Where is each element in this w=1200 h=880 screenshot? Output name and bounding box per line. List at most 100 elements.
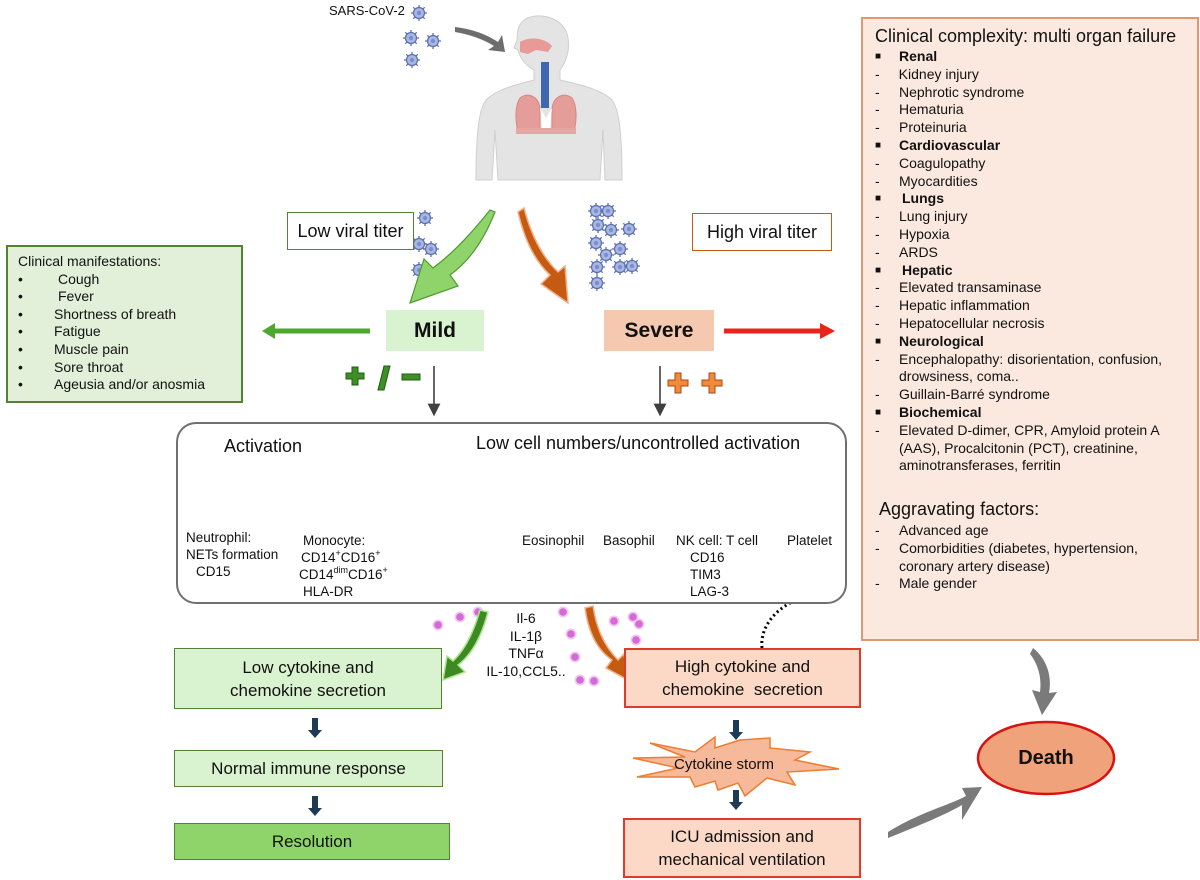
marker-sup: + (335, 548, 341, 558)
marker-sup: + (382, 565, 388, 575)
complexity-item: -Lung injury (875, 208, 968, 225)
monocyte-label: Monocyte: CD14+CD16+ CD14dimCD16+ HLA-DR (299, 532, 388, 600)
nk-cell-label: NK cell: T cell CD16 TIM3 LAG-3 (676, 532, 758, 600)
category-label: Neurological (899, 332, 984, 349)
complexity-item: -Nephrotic syndrome (875, 83, 1025, 100)
death-node-shape (976, 720, 1116, 796)
complexity-item: -Encephalopathy: disorientation, confusi… (875, 350, 1163, 385)
marker-text: CD16 (348, 567, 383, 582)
eosinophil-label: Eosinophil (522, 533, 585, 548)
severe-branch-arrow (517, 206, 569, 305)
monocyte-up-markers: CD14+CD16+ (299, 549, 388, 566)
manifestation-item: Ageusia and/or anosmia (18, 376, 241, 394)
organ-category-cardiovascular: ■Cardiovascular (875, 136, 1001, 153)
complexity-item: -Elevated D-dimer, CPR, Amyloid protein … (875, 421, 1159, 474)
clinical-manifestations-title: Clinical manifestations: (18, 253, 162, 269)
neutrophil-nets: NETs formation (186, 547, 279, 562)
clinical-complexity-panel: Clinical complexity: multi organ failure… (861, 17, 1199, 641)
item-label: Elevated D-dimer, CPR, Amyloid protein A… (899, 421, 1159, 474)
marker-sup: dim (333, 565, 349, 575)
monocyte-hla: HLA-DR (303, 584, 354, 599)
complexity-item: -Hematuria (875, 101, 964, 118)
flow-arrows-severe (729, 720, 743, 810)
complexity-item: -Elevated transaminase (875, 279, 1042, 296)
nk-title: NK cell: T cell (676, 533, 759, 548)
flow-arrows-mild (308, 718, 322, 816)
manifestation-item: Cough (18, 271, 241, 289)
cytokine-item: TNFα (508, 645, 544, 661)
cytokine-list: Il-6 IL-1β TNFα IL-10,CCL5.. (486, 610, 566, 680)
organ-category-lungs: ■Lungs (875, 190, 944, 207)
node-line: chemokine secretion (662, 680, 823, 699)
immune-response-panel (176, 422, 847, 604)
mild-branch-arrow (409, 209, 496, 304)
cytokine-item: IL-1β (509, 627, 543, 644)
item-label: Comorbidities (diabetes, hypertension, c… (899, 539, 1138, 574)
complexity-item: -Myocardities (875, 172, 978, 189)
aggravating-item: -Advanced age (875, 521, 989, 538)
cytokine-storm-label: Cytokine storm (674, 756, 775, 773)
nk-marker: LAG-3 (690, 584, 730, 599)
item-label: Elevated transaminase (899, 279, 1042, 296)
node-line: ICU admission and (670, 827, 814, 846)
virus-particles-high (587, 202, 641, 292)
monocyte-title: Monocyte: (303, 533, 366, 548)
aggravating-factors-title: Aggravating factors: (879, 499, 1040, 520)
low-cytokine-arrow (442, 609, 489, 682)
item-label: Hepatic inflammation (899, 297, 1030, 314)
category-label: Hepatic (902, 261, 953, 278)
item-label: Hematuria (899, 101, 964, 118)
low-viral-titer-label: Low viral titer (287, 212, 414, 250)
icu-admission-node: ICU admission and mechanical ventilation (623, 818, 861, 878)
category-label: Biochemical (899, 403, 982, 420)
item-label: Proteinuria (899, 119, 967, 136)
high-cytokine-secretion-node: High cytokine and chemokine secretion (624, 648, 861, 708)
nk-marker: TIM3 (690, 567, 721, 582)
category-label: Renal (899, 48, 938, 64)
normal-immune-response-node: Normal immune response (174, 750, 443, 787)
clinical-complexity-title: Clinical complexity: multi organ failure (875, 26, 1177, 46)
cytokine-item: Il-6 (516, 610, 536, 626)
item-label: ARDS (899, 243, 938, 260)
item-label: Myocardities (899, 172, 978, 189)
item-label: Male gender (899, 575, 977, 592)
organ-category-hepatic: ■Hepatic (875, 261, 953, 278)
low-cytokine-secretion-node: Low cytokine and chemokine secretion (174, 648, 442, 709)
clinical-manifestations-list: Cough Fever Shortness of breath Fatigue … (18, 271, 241, 394)
item-label: Nephrotic syndrome (899, 83, 1025, 100)
complexity-item: -ARDS (875, 243, 938, 260)
high-cytokine-arrow (584, 605, 629, 682)
cytokine-item: IL-10,CCL5.. (486, 662, 566, 679)
neutrophil-marker: CD15 (196, 564, 231, 579)
node-line: High cytokine and (674, 657, 811, 676)
resolution-node: Resolution (174, 823, 450, 860)
severe-severity-node: Severe (604, 310, 714, 351)
inhalation-arrow (455, 27, 505, 52)
marker-text: CD14 (299, 567, 334, 582)
manifestation-item: Shortness of breath (18, 306, 241, 324)
category-label: Lungs (902, 190, 944, 207)
organ-category-renal: ■Renal (875, 48, 938, 64)
mild-severity-node: Mild (386, 310, 484, 351)
icu-to-death-arrow (888, 787, 982, 838)
cytokine-storm-burst (632, 735, 840, 798)
death-outcome-label: Death (1018, 746, 1074, 769)
item-label: Kidney injury (898, 65, 979, 82)
aggravating-item: -Male gender (875, 575, 977, 592)
nk-marker: CD16 (690, 550, 725, 565)
uncontrolled-activation-title: Low cell numbers/uncontrolled activation (476, 433, 801, 453)
clinical-manifestations-panel: Clinical manifestations: Cough Fever Sho… (6, 245, 243, 403)
virus-label: SARS-CoV-2 (329, 3, 405, 18)
monocyte-down-markers: CD14dimCD16+ (299, 566, 388, 583)
organ-category-neurological: ■Neurological (875, 332, 984, 349)
basophil-label: Basophil (603, 533, 655, 548)
item-label: Coagulopathy (899, 154, 986, 171)
human-respiratory-illustration (475, 15, 623, 181)
neutrophil-name: Neutrophil: (186, 530, 252, 545)
complexity-item: -Proteinuria (875, 119, 967, 136)
node-line: Low cytokine and (242, 657, 374, 677)
node-line: mechanical ventilation (658, 850, 826, 869)
organ-category-biochemical: ■Biochemical (875, 403, 982, 420)
manifestation-item: Fever (18, 288, 241, 306)
complexity-item: -Hypoxia (875, 225, 950, 242)
